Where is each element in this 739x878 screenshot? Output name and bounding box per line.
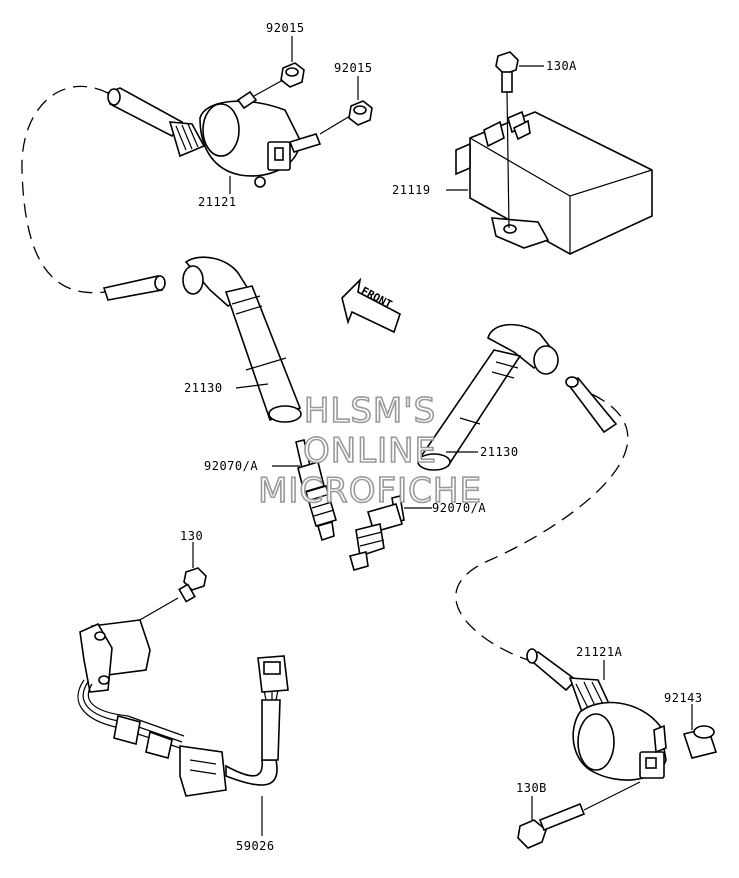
pickup-coil-59026[interactable] — [77, 619, 289, 797]
ignition-coil-21121[interactable] — [21, 85, 322, 294]
label-21121: 21121 — [198, 195, 237, 209]
spark-plug-92070-left[interactable] — [295, 439, 337, 542]
plug-cap-21130-right[interactable] — [417, 323, 559, 471]
label-92143: 92143 — [664, 691, 703, 705]
label-21119: 21119 — [392, 183, 431, 197]
watermark-line-1: HLSM'S — [304, 391, 436, 431]
label-21121A: 21121A — [576, 645, 623, 659]
plug-cap-21130-left[interactable] — [102, 256, 302, 423]
ignition-coil-21121A[interactable] — [455, 376, 667, 781]
bolt-130A[interactable] — [495, 51, 519, 93]
label-130B: 130B — [516, 781, 547, 795]
nut-92015-b[interactable] — [348, 100, 373, 126]
nut-92015-a[interactable] — [280, 62, 305, 88]
watermark-line-2: ONLINE — [303, 431, 437, 471]
label-21130-right: 21130 — [480, 445, 519, 459]
label-130A: 130A — [546, 59, 577, 73]
front-arrow-icon: FRONT — [341, 277, 401, 334]
label-130: 130 — [180, 529, 203, 543]
igniter-21119[interactable] — [455, 110, 653, 255]
label-59026: 59026 — [236, 839, 275, 853]
spacer-92143[interactable] — [682, 725, 718, 759]
label-92015-a: 92015 — [266, 21, 305, 35]
label-92015-b: 92015 — [334, 61, 373, 75]
label-21130-left: 21130 — [184, 381, 223, 395]
bolt-130B[interactable] — [517, 802, 586, 849]
bolt-130[interactable] — [178, 567, 207, 603]
watermark: HLSM'S ONLINE MICROFICHE — [257, 390, 482, 512]
spark-plug-92070-right[interactable] — [349, 495, 405, 571]
label-92070-left: 92070/A — [204, 459, 258, 473]
watermark-line-3: MICROFICHE — [258, 471, 482, 511]
label-92070-right: 92070/A — [432, 501, 486, 515]
